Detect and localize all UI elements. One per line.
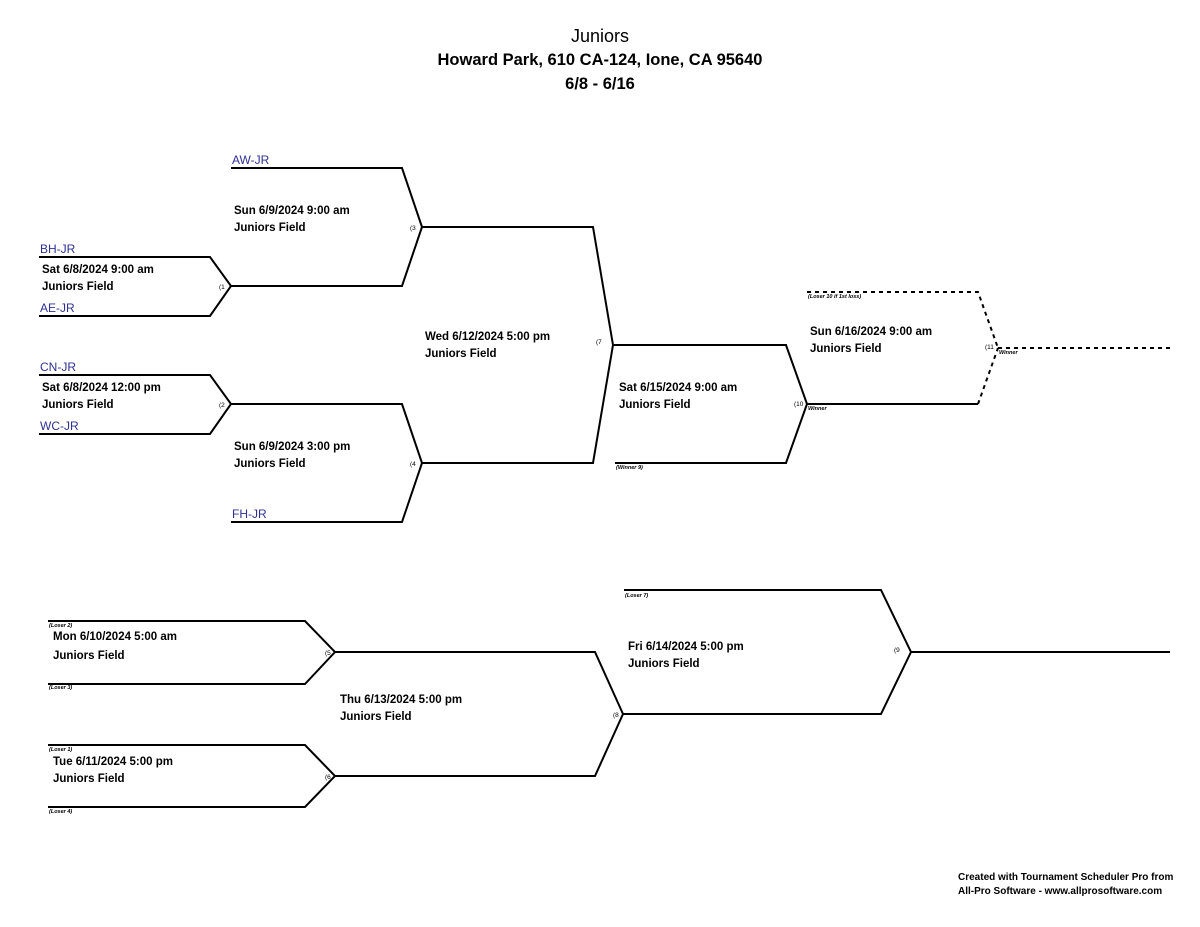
footer-credit: Created with Tournament Scheduler Pro fr… [958,871,1173,899]
slot-loser-7: (Loser 7) [625,593,648,599]
slot-loser-3: (Loser 3) [49,685,72,691]
game-11-field: Juniors Field [810,343,882,355]
bracket-dates: 6/8 - 6/16 [565,75,635,93]
game-5-date: Mon 6/10/2024 5:00 am [53,631,177,643]
slot-winner-10: Winner [808,406,827,412]
game-7-bracket [422,226,615,464]
game-9-date: Fri 6/14/2024 5:00 pm [628,641,744,653]
game-6-field: Juniors Field [53,773,125,785]
team-cn-jr: CN-JR [40,360,76,374]
slot-loser-2: (Loser 2) [49,623,72,629]
game-10-number: (10 [794,401,804,408]
team-wc-jr: WC-JR [40,419,79,433]
game-8-field: Juniors Field [340,711,412,723]
team-aw-jr: AW-JR [232,153,270,167]
game-7-date: Wed 6/12/2024 5:00 pm [425,331,550,343]
slot-loser-1: (Loser 1) [49,747,72,753]
game-4-number: (4 [410,461,416,468]
bracket-title: Juniors [570,26,630,46]
game-11-join-line [977,347,999,405]
game-8-date: Thu 6/13/2024 5:00 pm [340,694,462,706]
game-7-number: (7 [596,339,602,346]
footer-line-2: All-Pro Software - www.allprosoftware.co… [958,886,1163,897]
game-5-field: Juniors Field [53,650,125,662]
game-11-number: (11 [985,344,994,351]
team-fh-jr: FH-JR [232,507,267,521]
game-1-date: Sat 6/8/2024 9:00 am [42,264,154,276]
game-11-loser-slot-line [807,291,999,349]
game-7-field: Juniors Field [425,348,497,360]
game-3-number: (3 [410,225,416,232]
game-9-number: (9 [894,647,900,654]
game-1-number: (1 [219,284,225,291]
game-4-field: Juniors Field [234,458,306,470]
game-9-field: Juniors Field [628,658,700,670]
slot-loser-10: (Loser 10 if 1st loss) [808,294,861,300]
game-10-date: Sat 6/15/2024 9:00 am [619,382,737,394]
game-11-date: Sun 6/16/2024 9:00 am [810,326,932,338]
game-3-field: Juniors Field [234,222,306,234]
footer-line-1: Created with Tournament Scheduler Pro fr… [958,872,1174,883]
slot-loser-4: (Loser 4) [49,809,72,815]
game-6-number: (6 [325,774,331,781]
slot-winner-9: (Winner 9) [616,465,643,471]
game-5-number: (5 [325,650,331,657]
game-2-date: Sat 6/8/2024 12:00 pm [42,382,161,394]
game-1-field: Juniors Field [42,281,114,293]
game-2-number: (2 [219,402,225,409]
game-10-field: Juniors Field [619,399,691,411]
game-3-date: Sun 6/9/2024 9:00 am [234,205,350,217]
slot-winner-11: Winner [999,350,1018,356]
game-2-field: Juniors Field [42,399,114,411]
game-8-number: (8 [613,712,619,719]
bracket-location: Howard Park, 610 CA-124, Ione, CA 95640 [437,51,763,69]
game-6-date: Tue 6/11/2024 5:00 pm [53,756,173,768]
game-4-date: Sun 6/9/2024 3:00 pm [234,441,350,453]
team-ae-jr: AE-JR [40,301,75,315]
team-bh-jr: BH-JR [40,242,76,256]
